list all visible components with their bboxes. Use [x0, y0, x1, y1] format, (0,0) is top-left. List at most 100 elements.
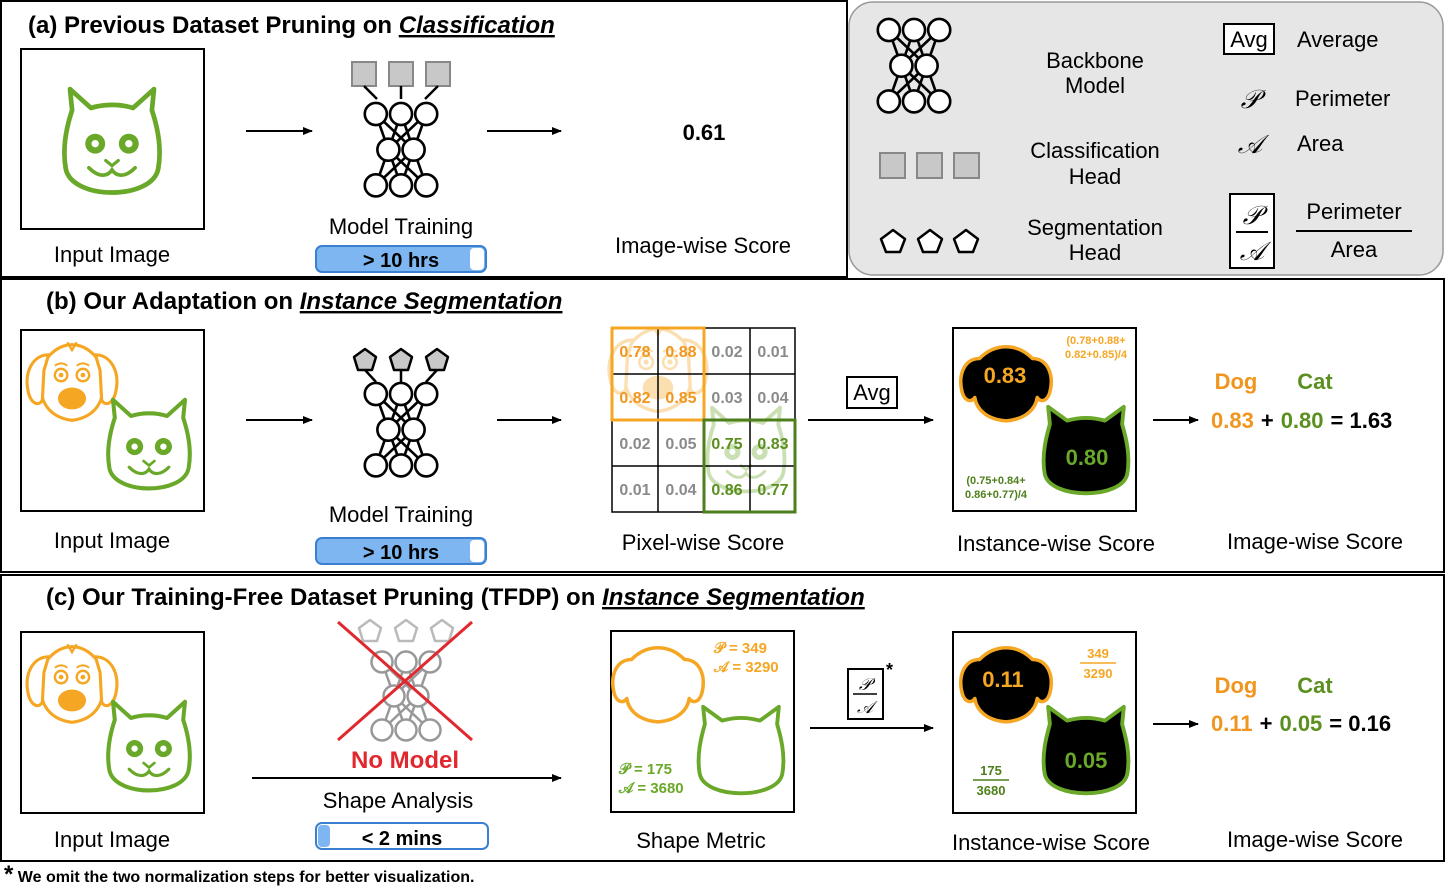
no-model-label: No Model: [351, 747, 459, 774]
cat-frac-num: 175: [980, 763, 1002, 778]
time-badge-remainder: [470, 248, 484, 270]
time-badge: [315, 537, 487, 565]
legend-frac-den: Area: [1331, 237, 1378, 262]
pixel-score-cell: 0.01: [757, 344, 788, 361]
pixel-score-cell: 0.03: [711, 390, 742, 407]
instance-score-label: Instance-wise Score: [952, 830, 1150, 855]
legend-avg-box-text: Avg: [1230, 27, 1268, 52]
neural-network-icon: [363, 381, 439, 478]
legend-cls-line2: Head: [1069, 164, 1122, 189]
pixel-score-cell: 0.78: [619, 344, 650, 361]
image-score-label: Image-wise Score: [1227, 529, 1403, 554]
time-badge-text: < 2 mins: [362, 828, 443, 850]
segmentation-head-icon: [352, 347, 450, 383]
dog-area: 𝒜 = 3290: [713, 659, 779, 676]
image-score-label: Image-wise Score: [1227, 827, 1403, 852]
panel-b-title: (b) Our Adaptation on Instance Segmentat…: [46, 288, 562, 315]
pixel-score-cell: 0.04: [665, 482, 696, 499]
pixel-score-cell: 0.77: [757, 482, 788, 499]
avg-box-text: Avg: [853, 380, 891, 405]
model-training-label: Model Training: [329, 214, 473, 239]
legend-frac-num: Perimeter: [1306, 199, 1401, 224]
input-image-frame: [20, 48, 205, 230]
pixel-score-cell: 0.86: [711, 482, 742, 499]
avg-box-icon: [1223, 23, 1275, 55]
cat-word: Cat: [1297, 369, 1333, 394]
panel-c-title: (c) Our Training-Free Dataset Pruning (T…: [46, 584, 865, 611]
cat-face-icon: [108, 400, 190, 489]
cat-instance-score: 0.80: [1066, 445, 1109, 470]
legend-perimeter-text: Perimeter: [1295, 86, 1390, 111]
image-score-label: Image-wise Score: [615, 233, 791, 258]
legend-backbone-line2: Model: [1065, 73, 1125, 98]
pixel-score-cell: 0.04: [757, 390, 788, 407]
ratio-asterisk: *: [886, 660, 893, 680]
cat-face-icon: [108, 702, 190, 791]
avg-box-icon: [846, 376, 898, 409]
legend-seg-line1: Segmentation: [1027, 215, 1163, 240]
dog-frac-den: 3290: [1084, 666, 1113, 681]
legend-seg-line2: Head: [1069, 240, 1122, 265]
pixel-grid: 0.78 0.88 0.02 0.01 0.82 0.85 0.03 0.04 0.02 0.05…: [607, 324, 797, 514]
pixel-score-cell: 0.02: [619, 436, 650, 453]
panel-c-frame: [0, 574, 1445, 862]
legend-box: [848, 1, 1444, 276]
time-badge-text: > 10 hrs: [363, 250, 439, 272]
legend-area-text: Area: [1297, 131, 1344, 156]
dog-region-box: [610, 326, 706, 422]
dog-formula-line1: (0.78+0.88+: [1066, 335, 1125, 347]
shape-analysis-label: Shape Analysis: [323, 788, 473, 813]
dog-frac-num: 349: [1087, 646, 1109, 661]
pixel-score-cell: 0.88: [665, 344, 696, 361]
cat-face-icon: [64, 89, 159, 192]
cat-instance-score: 0.05: [1065, 748, 1108, 773]
pixel-score-cell: 0.02: [711, 344, 742, 361]
neural-network-icon: [363, 101, 439, 198]
pixel-score-cell: 0.85: [665, 390, 696, 407]
time-badge-remainder: [470, 540, 484, 562]
input-image-label: Input Image: [54, 242, 170, 267]
cat-outline-icon: [696, 704, 786, 796]
image-score-equation: 0.83+0.80= 1.63: [1211, 408, 1392, 433]
image-score-equation: 0.11+0.05= 0.16: [1211, 711, 1391, 736]
dog-perimeter: 𝒫 = 349: [713, 640, 767, 657]
pixel-score-cell: 0.75: [711, 436, 742, 453]
crossed-model-icon: [357, 618, 455, 742]
legend-average-text: Average: [1297, 27, 1379, 52]
cat-formula-line2: 0.86+0.77)/4: [965, 489, 1028, 501]
legend-backbone-line1: Backbone: [1046, 48, 1144, 73]
pixel-score-cell: 0.05: [665, 436, 696, 453]
panel-a-frame: [0, 0, 848, 278]
footnote: * We omit the two normalization steps fo…: [4, 861, 474, 887]
legend-cls-line1: Classification: [1030, 138, 1160, 163]
dog-instance-score: 0.83: [984, 363, 1027, 388]
image-score-value: 0.61: [683, 120, 726, 145]
instance-score-label: Instance-wise Score: [957, 531, 1155, 556]
cat-formula-line1: (0.75+0.84+: [966, 475, 1025, 487]
cat-region-box: [702, 418, 797, 514]
pixel-score-cell: 0.01: [619, 482, 650, 499]
cat-frac-den: 3680: [977, 783, 1006, 798]
pixel-score-cell: 0.83: [757, 436, 788, 453]
input-image-label: Input Image: [54, 827, 170, 852]
shape-metric-label: Shape Metric: [636, 828, 766, 853]
cross-line: [337, 620, 473, 742]
dog-outline-icon: [611, 646, 705, 724]
time-badge-fill: [318, 825, 330, 847]
panel-b-frame: [0, 278, 1445, 573]
time-badge-text: > 10 hrs: [363, 542, 439, 564]
pixel-score-cell: 0.82: [619, 390, 650, 407]
dog-instance-score: 0.11: [982, 667, 1024, 692]
input-image-label: Input Image: [54, 528, 170, 553]
cat-word: Cat: [1297, 673, 1333, 698]
dog-word: Dog: [1215, 369, 1258, 394]
segmentation-head-icon: [879, 228, 980, 254]
dog-word: Dog: [1215, 673, 1258, 698]
cat-area: 𝒜 = 3680: [618, 780, 684, 797]
panel-a-title: (a) Previous Dataset Pruning on Classifi…: [28, 12, 555, 39]
dog-formula-line2: 0.82+0.85)/4: [1065, 349, 1128, 361]
pixel-score-label: Pixel-wise Score: [622, 530, 785, 555]
classification-head-icon: [879, 152, 980, 179]
model-training-label: Model Training: [329, 502, 473, 527]
